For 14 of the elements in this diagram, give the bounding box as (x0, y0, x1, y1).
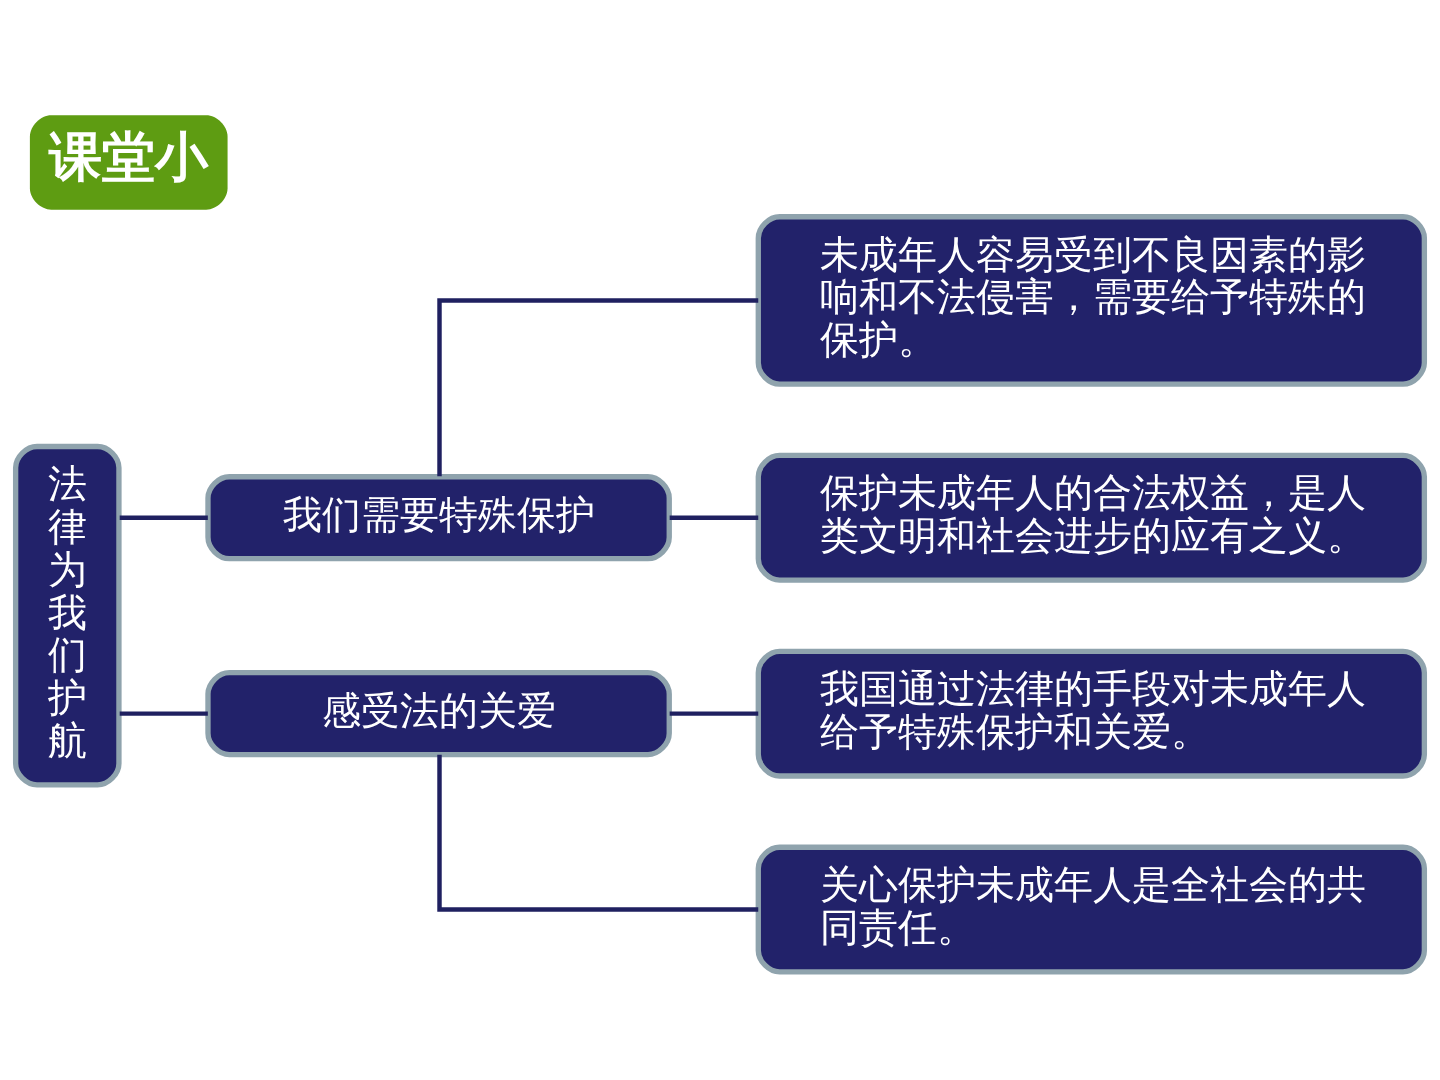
connector (119, 515, 208, 520)
connector (437, 754, 759, 912)
node-box: 感受法的关爱 (205, 670, 672, 758)
node-box: 我国通过法律的手段对未成年人给予特殊保护和关爱。 (755, 648, 1428, 779)
connector (119, 711, 208, 716)
node-box: 法律为我们护航 (12, 443, 122, 788)
node-box: 保护未成年人的合法权益，是人类文明和社会进步的应有之义。 (755, 452, 1428, 583)
connector (437, 298, 759, 477)
connector (669, 515, 759, 520)
diagram-title: 课堂小 (48, 124, 208, 188)
node-box: 关心保护未成年人是全社会的共同责任。 (755, 844, 1428, 975)
node-box: 未成年人容易受到不良因素的影响和不法侵害，需要给予特殊的保护。 (755, 214, 1428, 387)
node-box: 我们需要特殊保护 (205, 474, 672, 562)
connector (669, 711, 759, 716)
